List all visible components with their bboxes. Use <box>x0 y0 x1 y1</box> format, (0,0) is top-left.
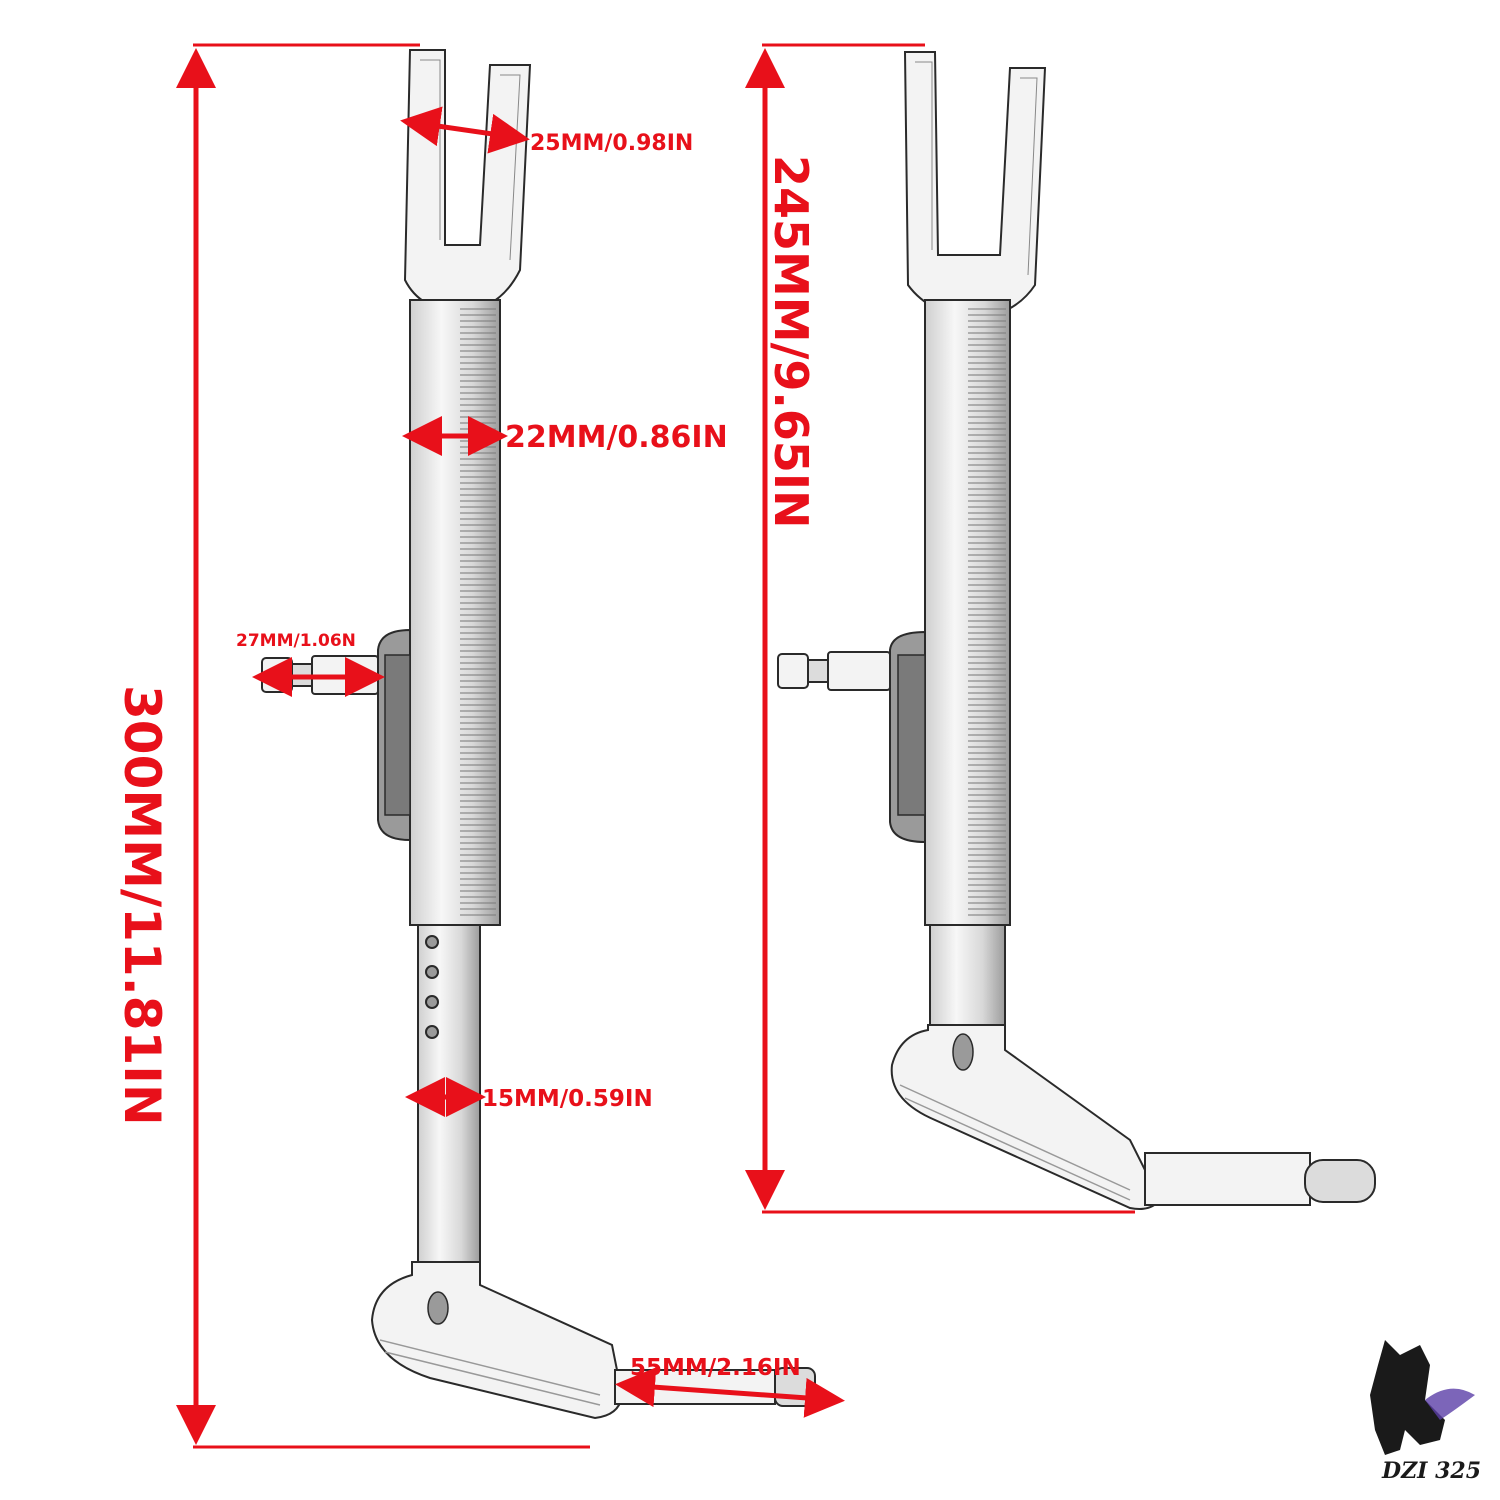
stand-extended <box>261 49 816 1420</box>
foot <box>890 1024 1162 1210</box>
stand-retracted <box>777 51 1376 1210</box>
tube-width-label: 22MM/0.86IN <box>505 420 728 455</box>
lower-rod <box>929 924 1006 1026</box>
total-length-label: 300MM/11.81IN <box>113 685 171 1126</box>
fork <box>903 51 1047 320</box>
fork <box>403 49 532 314</box>
pin-length-label: 27MM/1.06N <box>236 631 356 651</box>
foot <box>370 1261 624 1420</box>
lower-rod-width-label: 15MM/0.59IN <box>482 1086 653 1112</box>
retracted-length-label: 245MM/9.65IN <box>764 155 818 528</box>
logo-text: DZI 325 <box>1381 1458 1481 1484</box>
fork-width-label: 25MM/0.98IN <box>530 131 693 156</box>
horse-head-icon <box>1370 1340 1445 1455</box>
mounting-pin <box>777 651 891 691</box>
dimension-lines <box>176 43 1135 1449</box>
brand-logo: DZI 325 <box>1370 1340 1481 1484</box>
foot-extension-label: 55MM/2.16IN <box>630 1355 801 1381</box>
foot-peg <box>1144 1152 1376 1206</box>
